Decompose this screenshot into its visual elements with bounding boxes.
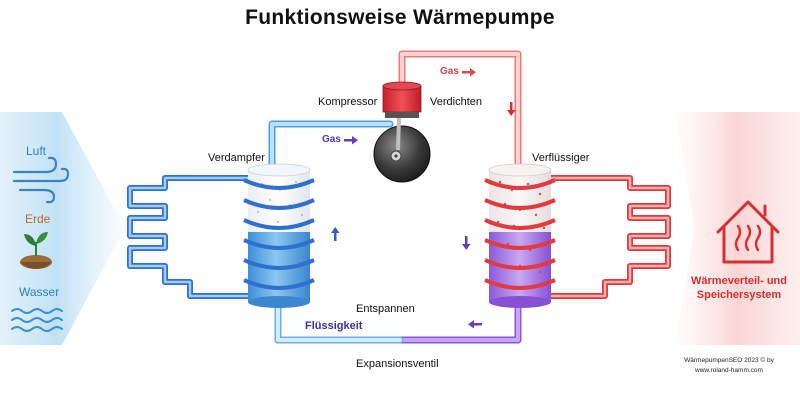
label-verdampfer: Verdampfer <box>208 152 265 164</box>
label-verfluessiger: Verflüssiger <box>532 152 590 164</box>
source-label-erde: Erde <box>25 212 51 226</box>
arrow-down-hot <box>507 102 516 116</box>
heat-output-wedge <box>675 112 800 345</box>
wind-icon <box>12 156 70 204</box>
credit: WärmepumpenSEO 2023 © by www.roland-hamm… <box>666 356 792 376</box>
heating-loop <box>542 175 671 299</box>
evaporator <box>243 163 315 308</box>
arrow-down-cond <box>462 236 471 250</box>
label-kompressor: Kompressor <box>318 96 378 108</box>
arrow-left-liquid <box>468 320 482 329</box>
output-label: Wärmeverteil- und Speichersystem <box>680 274 798 302</box>
source-loop <box>127 175 261 299</box>
arrow-gas-cold <box>344 136 358 145</box>
output-label-line2: Speichersystem <box>696 289 782 301</box>
arrow-up-cold <box>331 227 340 241</box>
condenser <box>484 163 556 308</box>
arrow-gas-hot <box>462 68 476 77</box>
output-label-line1: Wärmeverteil- und <box>691 275 787 287</box>
house-heat-icon <box>716 200 780 264</box>
label-fluessigkeit: Flüssigkeit <box>305 320 363 332</box>
label-gas-hot: Gas <box>440 66 459 77</box>
label-expansionsventil: Expansionsventil <box>356 358 439 370</box>
source-label-wasser: Wasser <box>19 285 60 299</box>
water-waves-icon <box>11 308 63 332</box>
label-verdichten: Verdichten <box>430 96 482 108</box>
label-gas-cold: Gas <box>322 134 341 145</box>
credit-line2: www.roland-hamm.com <box>695 367 763 374</box>
label-entspannen: Entspannen <box>356 303 415 315</box>
source-label-luft: Luft <box>26 144 47 158</box>
page-title: Funktionsweise Wärmepumpe <box>245 6 555 29</box>
plant-soil-icon <box>20 232 52 269</box>
compressor-icon <box>373 81 431 183</box>
refrigerant-circuit <box>268 50 522 344</box>
source-wedge <box>0 112 125 345</box>
flow-arrows <box>331 68 516 329</box>
credit-line1: WärmepumpenSEO 2023 © by <box>684 357 774 364</box>
